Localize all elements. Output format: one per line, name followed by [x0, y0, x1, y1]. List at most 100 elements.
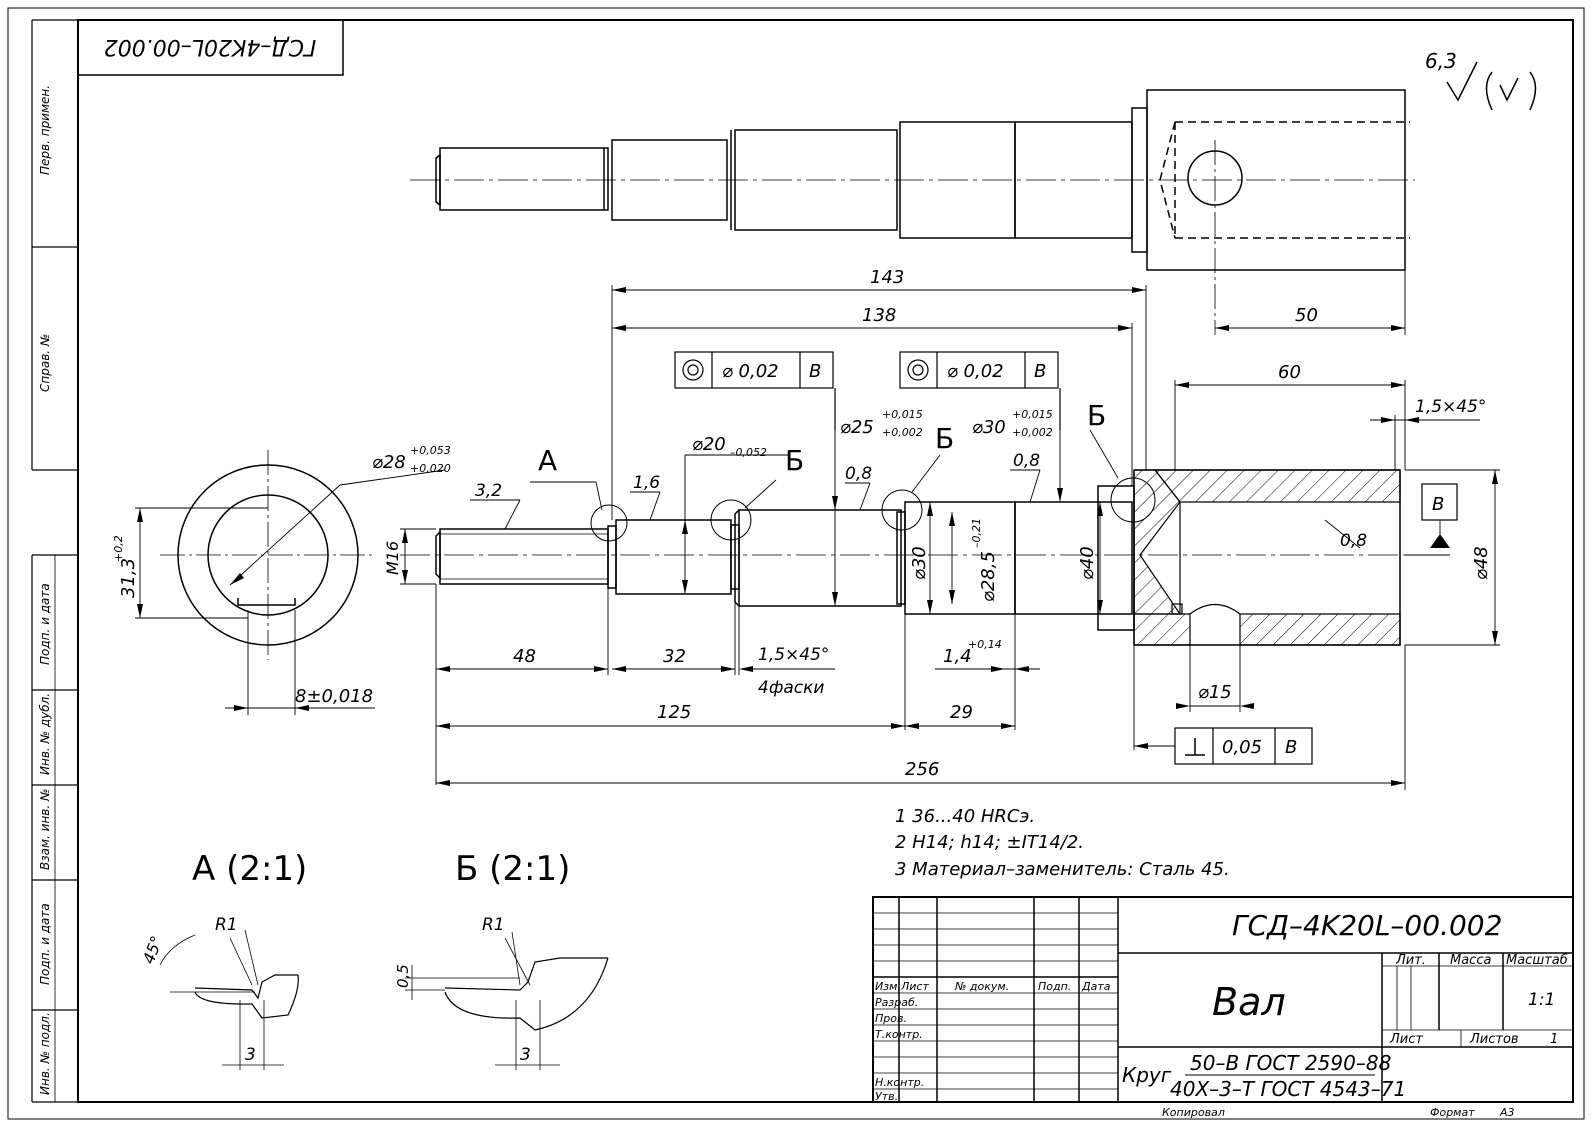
dim-d30-upper: +0,015: [1012, 408, 1053, 421]
roughness-value: 6,3: [1425, 49, 1457, 73]
tol1-base: В: [809, 361, 821, 382]
title-row-razrab: Разраб.: [875, 996, 918, 1009]
shaft-top-view: [410, 89, 1415, 335]
roughness-0-8-a: 0,8: [845, 464, 872, 484]
detail-a-title: А (2:1): [192, 849, 307, 889]
dim-138: 138: [862, 305, 896, 326]
dim-d20: ⌀20: [692, 434, 726, 455]
label-a: А: [538, 444, 557, 477]
title-row-nkontr: Н.контр.: [875, 1076, 924, 1089]
dim-d28-upper: +0,053: [410, 444, 451, 457]
title-col-doc: № докум.: [954, 980, 1009, 993]
dim-d28-5: ⌀28,5: [978, 551, 999, 602]
detail-b-width: 3: [520, 1045, 531, 1065]
title-row-prov: Пров.: [875, 1012, 907, 1025]
note-3: 3 Материал–заменитель: Сталь 45.: [895, 859, 1230, 880]
title-row-utv: Утв.: [875, 1090, 898, 1103]
dim-d28: ⌀28: [372, 452, 406, 473]
detail-b-depth: 0,5: [394, 964, 412, 988]
title-col-mass: Масса: [1450, 953, 1491, 968]
dim-143: 143: [870, 267, 904, 288]
side-label-inv-dubl: Инв. № дубл.: [38, 693, 52, 775]
dimension-lines: [135, 270, 1500, 790]
dim-d25-lower: +0,002: [882, 426, 923, 439]
inner-frame: [77, 19, 1574, 1103]
title-block: [872, 896, 1574, 1103]
dim-32: 32: [663, 646, 686, 667]
dim-60: 60: [1278, 362, 1301, 383]
side-label-perv: Перв. примен.: [38, 85, 52, 175]
perp-base: В: [1285, 737, 1297, 758]
detail-a-sketch: [159, 929, 299, 1070]
detail-a-radius: R1: [215, 915, 238, 935]
dim-chamfer-left: 1,5×45°: [758, 645, 829, 665]
dim-1-4-upper: +0,14: [968, 638, 1002, 651]
title-row-tkontr: Т.контр.: [875, 1028, 923, 1041]
detail-circle-a: [590, 504, 628, 542]
shaft-end-view: [160, 450, 375, 660]
dim-48: 48: [513, 646, 536, 667]
detail-circle-b1: [710, 499, 752, 541]
side-strip: [31, 19, 78, 1103]
side-label-podp2: Подп. и дата: [38, 903, 52, 985]
title-material-line1: 50–В ГОСТ 2590–88: [1190, 1051, 1391, 1075]
title-col-lit: Лит.: [1395, 953, 1426, 968]
dimension-arrows: [137, 287, 1498, 786]
designation-rotated: ГСД–4K20L–00.002: [104, 34, 316, 59]
title-sheets-value: 1: [1550, 1032, 1558, 1047]
side-label-sprav: Справ. №: [38, 334, 52, 392]
dim-d25-upper: +0,015: [882, 408, 923, 421]
roughness-0-8-b: 0,8: [1013, 451, 1040, 471]
title-sheet-label: Лист: [1389, 1032, 1423, 1047]
title-col-scale: Масштаб: [1506, 953, 1568, 968]
side-label-podp1: Подп. и дата: [38, 583, 52, 665]
dim-d15: ⌀15: [1198, 682, 1232, 703]
title-sheets-label: Листов: [1469, 1032, 1519, 1047]
title-material-line2: 40Х–3–Т ГОСТ 4543–71: [1170, 1077, 1406, 1101]
detail-circle-b3: [1110, 477, 1156, 523]
detail-b-sketch: [405, 931, 609, 1070]
dim-d40: ⌀40: [1077, 546, 1098, 580]
title-copied: Копировал: [1162, 1106, 1225, 1119]
roughness-symbol: [1446, 61, 1537, 111]
dim-d28-lower: +0,020: [410, 462, 451, 475]
note-2: 2 H14; h14; ±IT14/2.: [895, 832, 1084, 853]
tol1-value: ⌀ 0,02: [722, 361, 779, 382]
perp-value: 0,05: [1222, 737, 1262, 758]
chamfer-count: 4фаски: [758, 678, 824, 698]
side-label-vzam: Взам. инв. №: [38, 789, 52, 870]
detail-b-title: Б (2:1): [455, 849, 570, 889]
label-b3: Б: [1087, 399, 1106, 432]
dim-50: 50: [1295, 305, 1318, 326]
roughness-1-6: 1,6: [633, 473, 660, 493]
roughness-0-8-c: 0,8: [1340, 531, 1367, 551]
title-col-date: Дата: [1081, 980, 1111, 993]
section-hatching: [1133, 469, 1401, 646]
dim-d30-lower: +0,002: [1012, 426, 1053, 439]
tol2-value: ⌀ 0,02: [947, 361, 1004, 382]
label-b1: Б: [785, 444, 804, 477]
dim-d30-vertical: ⌀30: [909, 546, 930, 580]
dim-d20-lower: –0,052: [730, 446, 767, 459]
dim-256: 256: [905, 759, 939, 780]
label-b2: Б: [935, 422, 954, 455]
base-b-label: В: [1432, 494, 1444, 515]
detail-a-width: 3: [245, 1045, 256, 1065]
title-col-izm: Изм.: [875, 980, 901, 993]
detail-b-radius: R1: [482, 915, 505, 935]
dim-d25: ⌀25: [840, 417, 874, 438]
title-designation: ГСД–4K20L–00.002: [1232, 909, 1502, 942]
dim-1-4: 1,4: [943, 646, 972, 667]
dim-125: 125: [657, 702, 691, 723]
dim-31-3: 31,3: [118, 558, 139, 598]
title-col-sign: Подп.: [1038, 980, 1071, 993]
dim-d28-5-lower: –0,21: [970, 518, 983, 548]
dim-8: 8±0,018: [295, 686, 373, 707]
title-part-name: Вал: [1212, 980, 1286, 1024]
dim-d48: ⌀48: [1471, 546, 1492, 580]
rotated-designation-box: [77, 19, 344, 76]
title-format-value: А3: [1499, 1106, 1515, 1119]
dim-chamfer-right: 1,5×45°: [1415, 397, 1486, 417]
dim-d30-tol: ⌀30: [972, 417, 1006, 438]
